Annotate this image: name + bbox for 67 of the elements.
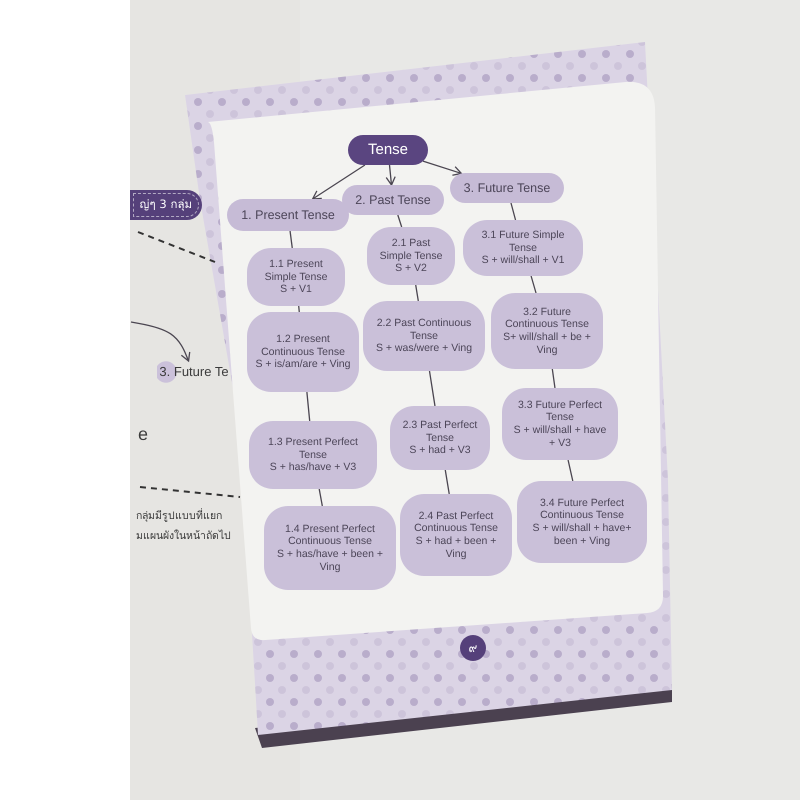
tense-formula: S + has/have + been + Ving bbox=[276, 548, 384, 574]
tense-formula: S + will/shall + have + V3 bbox=[512, 424, 608, 450]
tense-formula: S + V2 bbox=[395, 262, 427, 275]
connector-line bbox=[567, 460, 574, 482]
tense-name: 2.3 Past Perfect Tense bbox=[402, 419, 478, 444]
tense-bubble bbox=[502, 388, 618, 460]
tense-formula: S + had + V3 bbox=[409, 444, 471, 457]
title-text: Tense bbox=[368, 141, 408, 159]
root-bubble bbox=[348, 135, 428, 165]
connector-line bbox=[428, 370, 436, 406]
banner-text: ญ่ๆ 3 กลุ่ม bbox=[140, 198, 192, 212]
group-text: 3. Future Tense bbox=[464, 180, 550, 196]
arrow bbox=[130, 321, 190, 362]
connector-line bbox=[306, 392, 310, 422]
tense-bubble bbox=[491, 293, 603, 369]
tense-bubble bbox=[400, 494, 512, 576]
tense-bubble bbox=[363, 301, 485, 371]
tense-formula: S + is/am/are + Ving bbox=[256, 358, 350, 371]
tense-bubble bbox=[367, 227, 455, 285]
paragraph-line: กลุ่มมีรูปแบบที่แยก bbox=[136, 507, 222, 524]
tense-formula: S + V1 bbox=[280, 283, 312, 296]
connector-line bbox=[298, 306, 300, 312]
tense-formula: S + has/have + V3 bbox=[270, 461, 356, 474]
tense-name: 1.1 Present Simple Tense bbox=[264, 258, 328, 284]
tense-bubble bbox=[390, 406, 490, 470]
group-bubble bbox=[342, 185, 444, 215]
group-text: 1. Present Tense bbox=[241, 208, 335, 222]
arrow bbox=[386, 164, 396, 186]
tense-bubble bbox=[249, 421, 377, 489]
tense-formula: S + was/were + Ving bbox=[376, 342, 472, 355]
tense-bubble bbox=[264, 506, 396, 590]
group-bubble bbox=[450, 173, 564, 203]
page-number: ๙ bbox=[468, 640, 478, 656]
tense-bubble bbox=[247, 312, 359, 392]
tense-bubble bbox=[463, 220, 583, 276]
group-bubble bbox=[227, 199, 349, 231]
tense-name: 2.2 Past Continuous Tense bbox=[376, 317, 472, 342]
connector-line bbox=[318, 488, 323, 506]
tense-name: 3.3 Future Perfect Tense bbox=[516, 398, 604, 424]
arrow bbox=[312, 164, 366, 200]
connector-line bbox=[415, 284, 419, 302]
tense-formula: S+ will/shall + be + Ving bbox=[502, 331, 592, 356]
paragraph-line: มแผนผังในหน้าถัดไป bbox=[136, 528, 231, 544]
tense-bubble bbox=[247, 248, 345, 306]
connector-line bbox=[552, 368, 556, 388]
text-fragment: e bbox=[138, 424, 148, 445]
tense-formula: S + will/shall + V1 bbox=[482, 254, 564, 267]
tense-name: 1.4 Present Perfect Continuous Tense bbox=[284, 522, 376, 548]
tense-name: 3.4 Future Perfect Continuous Tense bbox=[538, 496, 626, 522]
tense-formula: S + will/shall + have+ been + Ving bbox=[532, 522, 632, 548]
tense-bubble bbox=[517, 481, 647, 563]
tense-name: 2.1 Past Simple Tense bbox=[378, 237, 444, 262]
heading-text: 3. Future Te bbox=[159, 364, 229, 380]
tense-name: 2.4 Past Perfect Continuous Tense bbox=[413, 510, 499, 535]
tense-name: 1.3 Present Perfect Tense bbox=[267, 436, 359, 462]
heading-banner bbox=[130, 190, 202, 220]
connector-line bbox=[289, 230, 293, 248]
connector-line bbox=[397, 214, 402, 228]
tense-name: 1.2 Present Continuous Tense bbox=[260, 333, 346, 358]
tense-formula: S + had + been + Ving bbox=[414, 535, 498, 560]
tense-name: 3.2 Future Continuous Tense bbox=[504, 306, 590, 331]
tense-name: 3.1 Future Simple Tense bbox=[480, 229, 566, 254]
connector-line bbox=[530, 276, 537, 294]
connector-line bbox=[510, 202, 516, 220]
arrow bbox=[422, 160, 462, 176]
connector-line bbox=[444, 470, 450, 494]
group-text: 2. Past Tense bbox=[355, 192, 431, 208]
